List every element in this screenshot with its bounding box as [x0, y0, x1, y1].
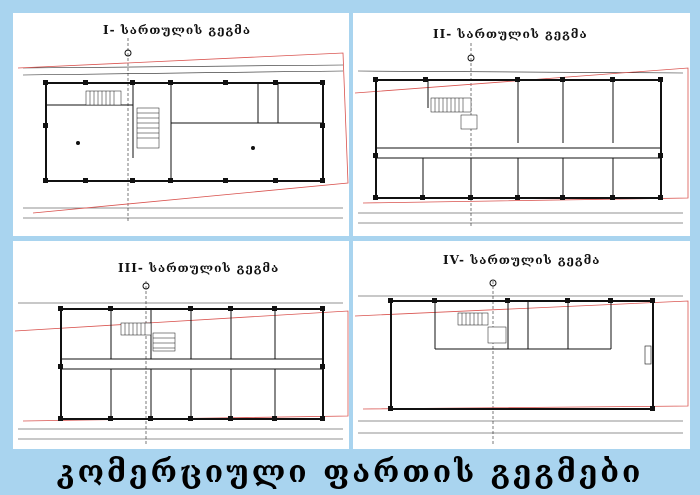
floor-plan-4-drawing [354, 279, 689, 446]
panel-title: II- სართულის გეგმა [433, 27, 588, 41]
floor-plan-panel-2: II- სართულის გეგმა [353, 13, 690, 236]
panel-title: I- სართულის გეგმა [103, 23, 251, 37]
page-caption: კომერციული ფართის გეგმები [56, 455, 644, 490]
floor-plan-3-drawing [14, 281, 349, 446]
panel-title: IV- სართულის გეგმა [443, 253, 601, 267]
floor-plan-panel-4: IV- სართულის გეგმა [353, 241, 690, 449]
floor-plan-panel-3: III- სართულის გეგმა [13, 241, 349, 449]
floor-plan-panel-1: I- სართულის გეგმა [13, 13, 349, 236]
floor-plan-2-drawing [354, 43, 689, 228]
floor-plan-1-drawing [17, 38, 349, 223]
panel-title: III- სართულის გეგმა [118, 261, 280, 275]
